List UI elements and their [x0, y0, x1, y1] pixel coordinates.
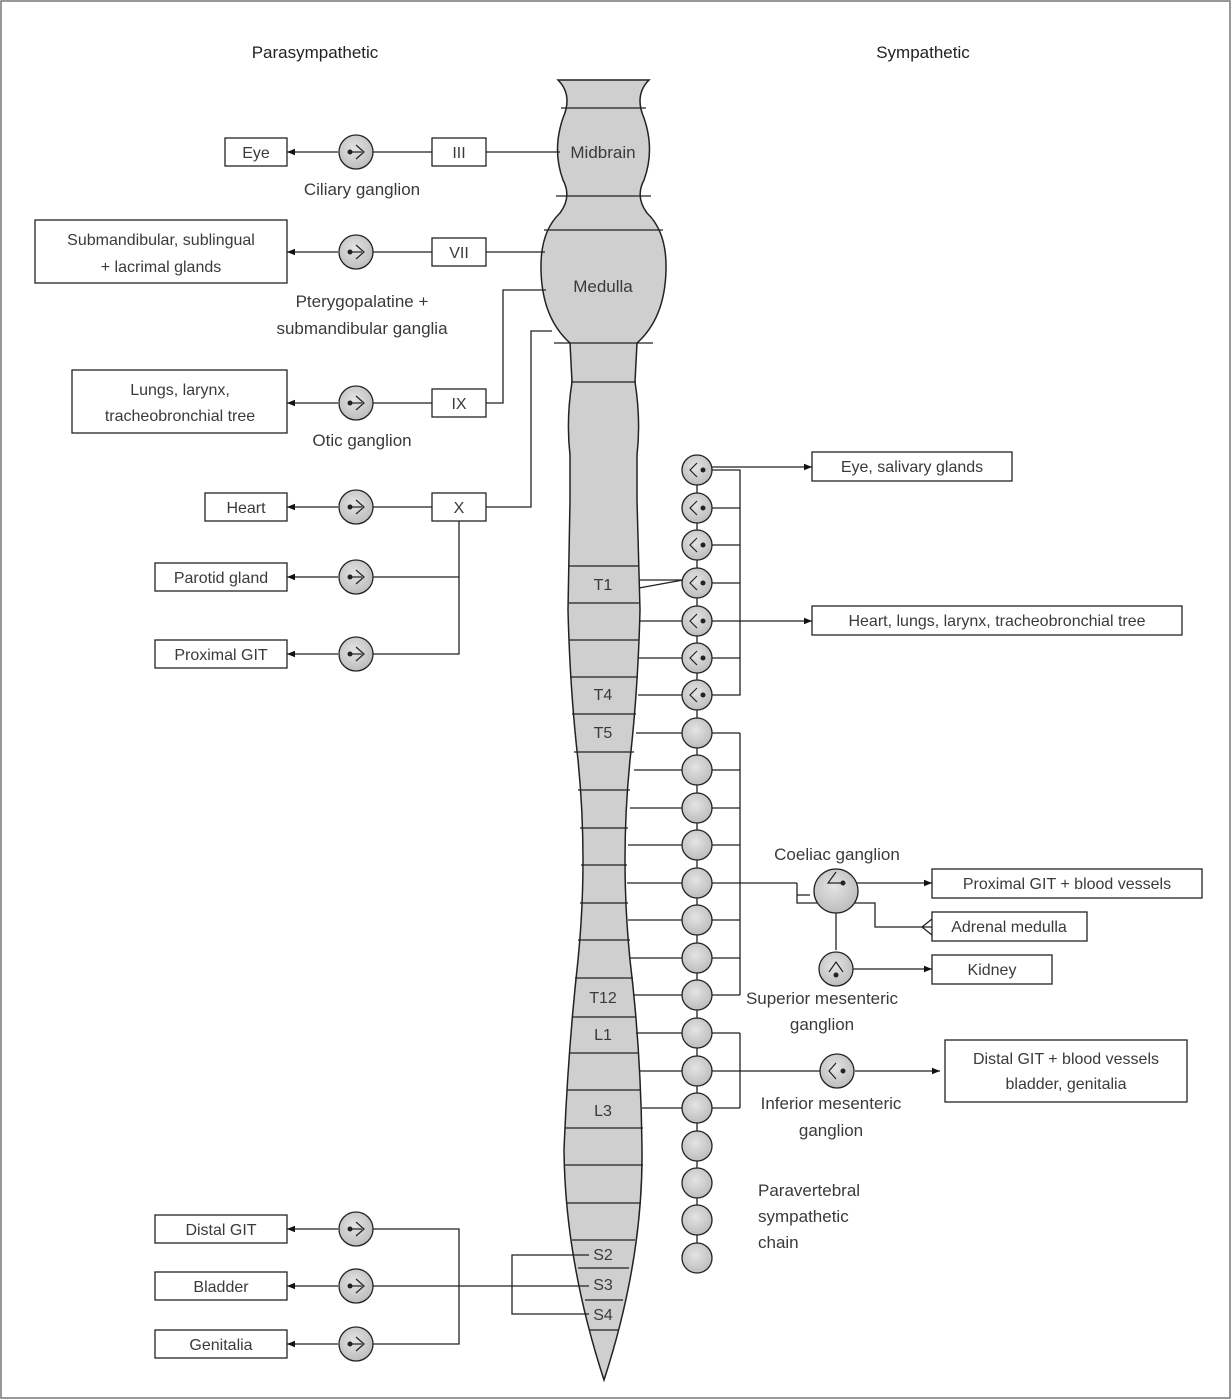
parasympathetic-wiring — [287, 148, 589, 1348]
coeliac-ganglion-label: Coeliac ganglion — [774, 845, 900, 864]
adrenal-synapse — [920, 918, 933, 936]
segment-s4: S4 — [593, 1307, 613, 1324]
chain-ganglion — [681, 529, 713, 561]
superior-mesenteric-ganglion — [818, 951, 854, 987]
target-bladder: Bladder — [193, 1279, 249, 1296]
segment-t4: T4 — [594, 687, 613, 704]
para-ganglion — [338, 385, 374, 421]
chain-ganglion — [681, 1242, 713, 1274]
chain-ganglion — [681, 1167, 713, 1199]
chain-ganglion — [681, 679, 713, 711]
sympathetic-target-boxes — [811, 451, 1203, 1103]
spinal-cord — [540, 79, 667, 1383]
coeliac-ganglion — [813, 868, 859, 914]
target-eye: Eye — [242, 145, 270, 162]
superior-mesenteric-label-line1: Superior mesenteric — [746, 989, 899, 1008]
chain-ganglion — [681, 1055, 713, 1087]
chain-ganglion — [681, 904, 713, 936]
chain-ganglion — [681, 1017, 713, 1049]
segment-s2: S2 — [593, 1247, 613, 1264]
inferior-mesenteric-ganglion — [819, 1053, 855, 1089]
target-distal-line1: Distal GIT + blood vessels — [973, 1051, 1159, 1068]
chain-label-line3: chain — [758, 1233, 799, 1252]
target-kidney: Kidney — [968, 962, 1017, 979]
chain-ganglion — [681, 754, 713, 786]
inferior-mesenteric-label-line1: Inferior mesenteric — [761, 1094, 902, 1113]
chain-ganglion — [681, 605, 713, 637]
target-adrenal: Adrenal medulla — [951, 919, 1067, 936]
para-ganglion — [338, 559, 374, 595]
segment-t5: T5 — [594, 725, 613, 742]
segment-t1: T1 — [594, 577, 613, 594]
cranial-nerve-boxes — [431, 137, 487, 522]
segment-l1: L1 — [594, 1027, 612, 1044]
chain-ganglion — [681, 1130, 713, 1162]
para-ganglion — [338, 1211, 374, 1247]
target-distal-git: Distal GIT — [185, 1222, 256, 1239]
target-parotid: Parotid gland — [174, 570, 268, 587]
target-heart-lungs: Heart, lungs, larynx, tracheobronchial t… — [848, 613, 1145, 630]
segment-t12: T12 — [589, 990, 617, 1007]
target-glands-line2: + lacrimal glands — [101, 259, 222, 276]
chain-ganglion — [681, 1092, 713, 1124]
target-glands-line1: Submandibular, sublingual — [67, 232, 255, 249]
parasympathetic-ganglia — [338, 134, 374, 1362]
para-ganglion — [338, 134, 374, 170]
chain-ganglion — [681, 942, 713, 974]
chain-ganglion — [681, 979, 713, 1011]
para-ganglion — [338, 636, 374, 672]
nerve-x: X — [454, 500, 465, 517]
medulla-label: Medulla — [573, 277, 633, 296]
parasympathetic-header: Parasympathetic — [252, 43, 379, 62]
nerve-ix: IX — [451, 396, 466, 413]
pterygopalatine-label-line2: submandibular ganglia — [276, 319, 448, 338]
inferior-mesenteric-label-line2: ganglion — [799, 1121, 863, 1140]
midbrain-label: Midbrain — [570, 143, 635, 162]
target-heart: Heart — [226, 500, 266, 517]
target-distal-line2: bladder, genitalia — [1006, 1076, 1127, 1093]
chain-ganglion — [681, 454, 713, 486]
segment-s3: S3 — [593, 1277, 613, 1294]
chain-ganglion — [681, 642, 713, 674]
otic-ganglion-label: Otic ganglion — [312, 431, 411, 450]
para-ganglion — [338, 1268, 374, 1304]
segment-l3: L3 — [594, 1103, 612, 1120]
chain-label-line1: Paravertebral — [758, 1181, 860, 1200]
target-eye-salivary: Eye, salivary glands — [841, 459, 983, 476]
para-ganglion — [338, 1326, 374, 1362]
parasympathetic-target-boxes — [34, 137, 288, 1359]
chain-ganglion — [681, 717, 713, 749]
target-genitalia: Genitalia — [189, 1337, 252, 1354]
target-lungs-line1: Lungs, larynx, — [130, 382, 230, 399]
chain-ganglion — [681, 492, 713, 524]
chain-ganglion — [681, 829, 713, 861]
chain-ganglion — [681, 567, 713, 599]
chain-ganglion — [681, 1204, 713, 1236]
ciliary-ganglion-label: Ciliary ganglion — [304, 180, 420, 199]
para-ganglion — [338, 489, 374, 525]
chain-ganglion — [681, 792, 713, 824]
target-proximal-git-bv: Proximal GIT + blood vessels — [963, 876, 1171, 893]
pterygopalatine-label-line1: Pterygopalatine + — [296, 292, 429, 311]
nerve-vii: VII — [449, 245, 469, 262]
cord-segment-lines — [544, 107, 663, 1331]
chain-ganglion — [681, 867, 713, 899]
sympathetic-chain — [681, 454, 713, 1274]
superior-mesenteric-label-line2: ganglion — [790, 1015, 854, 1034]
prevertebral-ganglia — [813, 868, 859, 1089]
nerve-iii: III — [452, 145, 465, 162]
para-ganglion — [338, 234, 374, 270]
sympathetic-header: Sympathetic — [876, 43, 970, 62]
target-lungs-line2: tracheobronchial tree — [105, 408, 255, 425]
chain-label-line2: sympathetic — [758, 1207, 849, 1226]
sympathetic-wiring — [627, 463, 940, 1109]
target-proximal-git: Proximal GIT — [174, 647, 268, 664]
